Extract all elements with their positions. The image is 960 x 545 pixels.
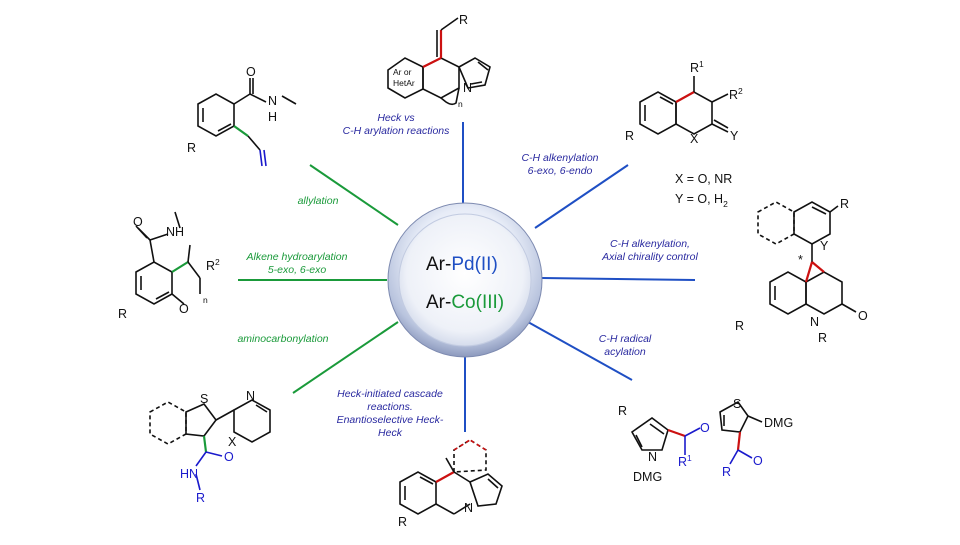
bl-n: N bbox=[246, 389, 255, 403]
top-n-sub: n bbox=[458, 99, 463, 109]
right-r-left: R bbox=[735, 319, 744, 333]
left-r2: R2 bbox=[206, 257, 220, 273]
left-o: O bbox=[179, 302, 189, 316]
bottom-n: N bbox=[464, 501, 473, 515]
structure-bottomright bbox=[630, 400, 763, 465]
tr-r1: R1 bbox=[690, 59, 704, 75]
left-o-amide: O bbox=[133, 215, 143, 229]
br-s: S bbox=[733, 397, 741, 411]
spoke-bottomleft bbox=[292, 321, 399, 394]
top-ring-label-1: Ar or bbox=[393, 67, 412, 77]
br-o2: O bbox=[753, 454, 763, 468]
right-r-n: R bbox=[818, 331, 827, 345]
tl-h: H bbox=[268, 110, 277, 124]
top-ring-label-2: HetAr bbox=[393, 78, 415, 88]
catalyst-hub: Ar-Pd(II) Ar-Co(III) bbox=[387, 202, 543, 358]
br-dmg2: DMG bbox=[764, 416, 793, 430]
spoke-topright bbox=[534, 164, 629, 229]
tl-o: O bbox=[246, 65, 256, 79]
structure-top bbox=[387, 17, 491, 106]
label-heck-vs-ch-arylation: Heck vs C-H arylation reactions bbox=[342, 112, 450, 137]
spoke-right bbox=[541, 277, 696, 281]
label-ch-radical-acylation: C-H radical acylation bbox=[598, 333, 652, 358]
br-r1: R1 bbox=[678, 453, 692, 469]
hub-co-prefix: Ar- bbox=[426, 292, 451, 313]
bl-s: S bbox=[200, 392, 208, 406]
bl-x: X bbox=[228, 435, 237, 449]
br-dmg1: DMG bbox=[633, 470, 662, 484]
label-heck-cascade: Heck-initiated cascade reactions. Enanti… bbox=[336, 388, 444, 439]
hub-pd-metal: Pd(II) bbox=[451, 254, 497, 275]
right-n: N bbox=[810, 315, 819, 329]
hub-pd-prefix: Ar- bbox=[426, 254, 451, 275]
structure-topleft bbox=[197, 78, 297, 167]
br-r2: R bbox=[722, 465, 731, 479]
right-y: Y bbox=[820, 239, 829, 253]
tl-n: N bbox=[268, 94, 277, 108]
tr-y: Y bbox=[730, 129, 739, 143]
tr-r: R bbox=[625, 129, 634, 143]
spoke-topleft bbox=[309, 164, 399, 226]
left-n-sub: n bbox=[203, 295, 208, 305]
structure-right bbox=[757, 201, 857, 315]
label-alkene-hydroarylation: Alkene hydroarylation 5-exo, 6-exo bbox=[246, 251, 348, 276]
spokes bbox=[238, 122, 696, 432]
structure-left bbox=[135, 211, 201, 305]
bl-hn: HN bbox=[180, 467, 198, 481]
bl-r: R bbox=[196, 491, 205, 505]
right-r-top: R bbox=[840, 197, 849, 211]
hub-co-metal: Co(III) bbox=[451, 292, 504, 313]
tl-r: R bbox=[187, 141, 196, 155]
structure-bottom bbox=[399, 439, 503, 515]
br-o1: O bbox=[700, 421, 710, 435]
right-star: * bbox=[798, 253, 803, 267]
hub-co-line: Ar-Co(III) bbox=[426, 292, 504, 313]
br-n: N bbox=[648, 450, 657, 464]
tr-cond2: Y = O, H2 bbox=[675, 192, 728, 209]
top-n: N bbox=[463, 81, 472, 95]
spoke-bottomright bbox=[527, 321, 633, 381]
right-o: O bbox=[858, 309, 868, 323]
label-ch-alkenylation-axial: C-H alkenylation, Axial chirality contro… bbox=[602, 238, 698, 263]
label-allylation: allylation bbox=[297, 195, 339, 207]
br-r: R bbox=[618, 404, 627, 418]
tr-cond1: X = O, NR bbox=[675, 172, 732, 186]
bottom-r: R bbox=[398, 515, 407, 529]
label-ch-alkenylation-exo-endo: C-H alkenylation 6-exo, 6-endo bbox=[521, 152, 599, 177]
tr-x: X bbox=[690, 132, 699, 146]
structure-topright bbox=[639, 76, 729, 135]
tr-r2: R2 bbox=[729, 86, 743, 102]
bl-o: O bbox=[224, 450, 234, 464]
top-r: R bbox=[459, 13, 468, 27]
label-aminocarbonylation: aminocarbonylation bbox=[237, 333, 329, 345]
left-nh: NH bbox=[166, 225, 184, 239]
structure-bottomleft bbox=[149, 399, 271, 491]
hub-pd-line: Ar-Pd(II) bbox=[426, 254, 498, 275]
left-r: R bbox=[118, 307, 127, 321]
